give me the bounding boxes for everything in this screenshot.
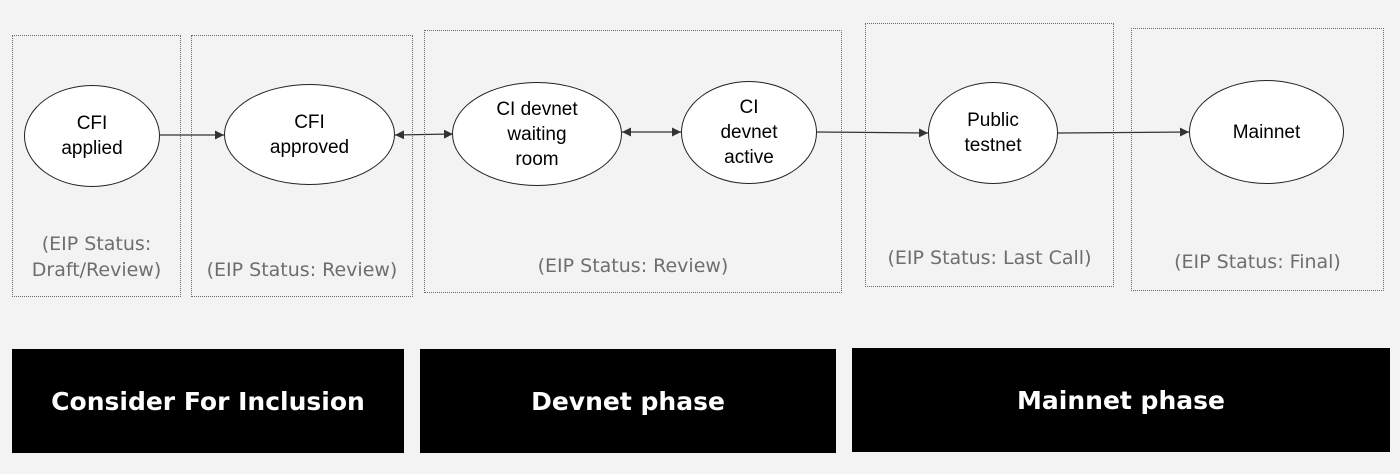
- node-ci-devnet-active: CI devnet active: [681, 81, 817, 184]
- zone-public-testnet: [865, 23, 1114, 287]
- status-label-review-devnet: (EIP Status: Review): [537, 255, 729, 277]
- node-cfi-approved: CFI approved: [224, 84, 395, 185]
- arrow-approved-to-waiting-room: [394, 129, 454, 140]
- zone-cfi-approved: [191, 35, 413, 297]
- arrow-public-testnet-to-mainnet: [1057, 127, 1190, 137]
- node-ci-devnet-waiting-room: CI devnet waiting room: [452, 82, 622, 186]
- zone-cfi-applied: [12, 35, 181, 297]
- zone-mainnet: [1131, 28, 1384, 291]
- status-label-draft-review: (EIP Status: Draft/Review): [31, 233, 162, 281]
- node-public-testnet: Public testnet: [928, 82, 1058, 184]
- node-mainnet: Mainnet: [1189, 80, 1344, 184]
- status-label-final: (EIP Status: Final): [1174, 251, 1341, 273]
- phase-mainnet: Mainnet phase: [852, 348, 1390, 452]
- arrow-devnet-active-to-public-testnet: [816, 128, 929, 138]
- zone-devnet: [424, 30, 842, 293]
- node-cfi-applied: CFI applied: [24, 85, 160, 187]
- phase-consider-for-inclusion: Consider For Inclusion: [12, 349, 404, 453]
- status-label-last-call: (EIP Status: Last Call): [887, 247, 1092, 269]
- status-label-review-cfi: (EIP Status: Review): [206, 259, 398, 281]
- phase-devnet: Devnet phase: [420, 349, 836, 453]
